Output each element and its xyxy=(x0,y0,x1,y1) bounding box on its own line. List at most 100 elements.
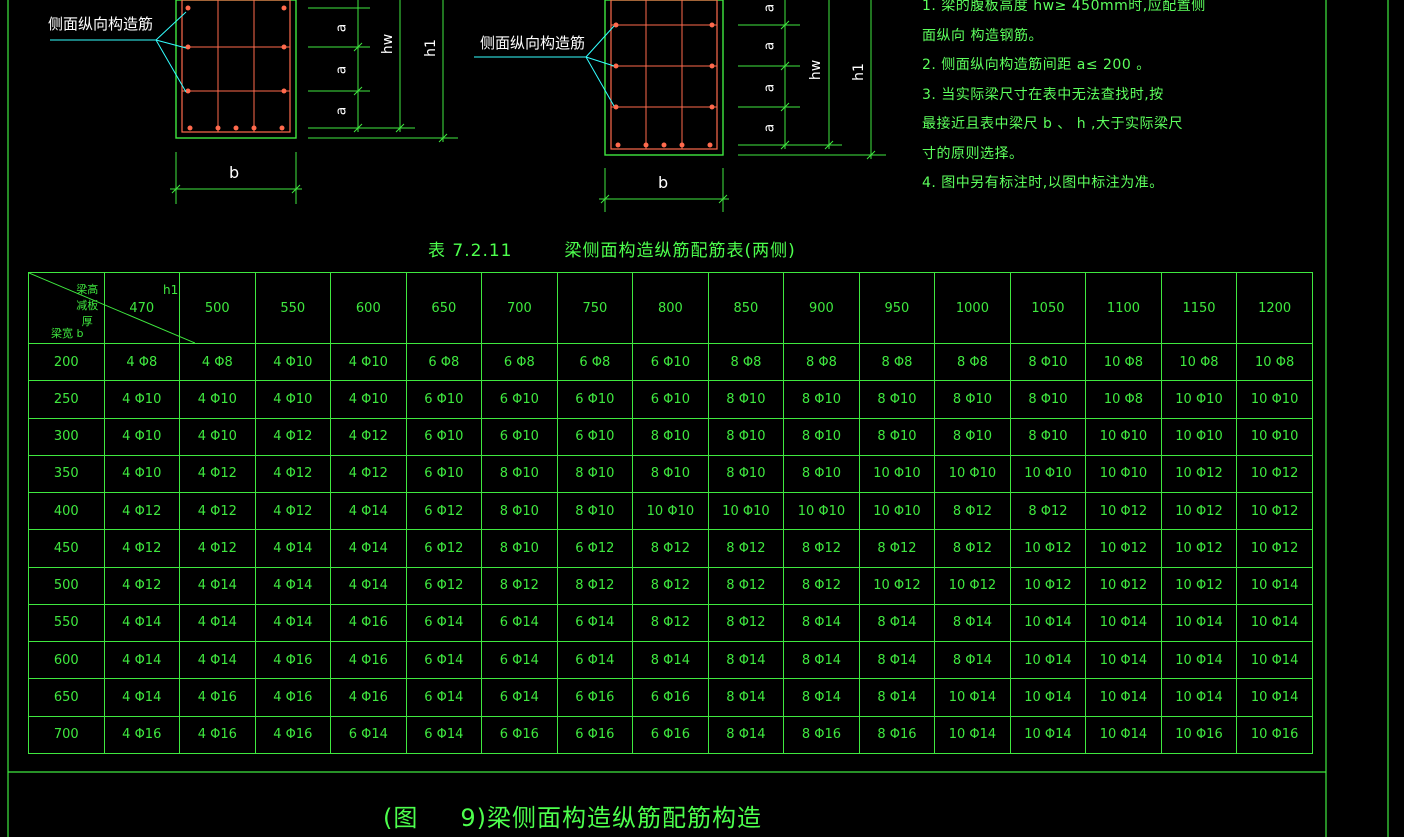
rebar-spec-cell: 4 Φ12 xyxy=(103,566,181,605)
column-header: 600 xyxy=(330,272,407,344)
column-header: 1050 xyxy=(1009,272,1087,344)
rebar-spec-cell: 4 Φ12 xyxy=(103,492,181,531)
middle-side-bar-label: 侧面纵向构造筋 xyxy=(480,34,586,52)
column-header: 1150 xyxy=(1160,272,1238,344)
rebar-spec-cell: 4 Φ8 xyxy=(179,342,256,382)
column-header: 1100 xyxy=(1085,272,1162,344)
rebar-spec-cell: 8 Φ12 xyxy=(1009,492,1087,531)
rebar-spec-cell: 6 Φ10 xyxy=(405,417,483,456)
rebar-spec-cell: 10 Φ14 xyxy=(1160,603,1238,643)
note-line: 寸的原则选择。 xyxy=(922,145,1024,162)
rebar-spec-cell: 10 Φ8 xyxy=(1085,380,1162,419)
rebar-spec-cell: 8 Φ10 xyxy=(1009,380,1087,419)
note-line: 1. 梁的腹板高度 hw≥ 450mm时,应配置侧 xyxy=(922,0,1206,14)
rebar-spec-cell: 10 Φ10 xyxy=(1236,417,1313,456)
rebar-spec-cell: 4 Φ12 xyxy=(179,454,256,494)
rebar-spec-cell: 4 Φ14 xyxy=(103,678,181,717)
rebar-spec-cell: 10 Φ14 xyxy=(934,678,1011,717)
left-h1-label: h1 xyxy=(422,39,439,57)
rebar-spec-cell: 8 Φ10 xyxy=(858,380,936,419)
middle-beam-section xyxy=(474,0,886,212)
rebar-spec-cell: 8 Φ10 xyxy=(707,417,785,456)
rebar-spec-cell: 8 Φ14 xyxy=(707,678,785,717)
rebar-spec-cell: 4 Φ14 xyxy=(103,603,181,643)
rebar-spec-cell: 10 Φ12 xyxy=(1160,566,1238,605)
rebar-spec-cell: 10 Φ14 xyxy=(1085,715,1162,755)
rebar-spec-cell: 8 Φ14 xyxy=(783,641,860,680)
note-line: 3. 当实际梁尺寸在表中无法查找时,按 xyxy=(922,86,1164,103)
figure-title-number: 9) xyxy=(460,804,488,832)
rebar-spec-cell: 4 Φ16 xyxy=(330,641,407,680)
rebar-spec-cell: 10 Φ8 xyxy=(1160,342,1238,382)
rebar-spec-cell: 8 Φ14 xyxy=(858,641,936,680)
rebar-spec-cell: 8 Φ10 xyxy=(934,417,1011,456)
rebar-spec-cell: 10 Φ8 xyxy=(1236,342,1313,382)
rebar-spec-cell: 4 Φ16 xyxy=(254,715,332,755)
rebar-spec-cell: 4 Φ10 xyxy=(330,380,407,419)
rebar-spec-cell: 6 Φ10 xyxy=(632,342,709,382)
rebar-spec-cell: 6 Φ8 xyxy=(481,342,558,382)
rebar-spec-cell: 10 Φ14 xyxy=(1085,603,1162,643)
rebar-spec-cell: 8 Φ10 xyxy=(707,454,785,494)
rebar-spec-cell: 4 Φ12 xyxy=(103,529,181,568)
rebar-spec-cell: 10 Φ12 xyxy=(1085,566,1162,605)
left-spacing-label-3: a xyxy=(333,106,350,116)
rebar-spec-cell: 4 Φ12 xyxy=(330,417,407,456)
diagonal-line xyxy=(29,273,195,343)
rebar-spec-cell: 8 Φ10 xyxy=(556,454,634,494)
rebar-spec-cell: 6 Φ10 xyxy=(556,380,634,419)
rebar-spec-cell: 10 Φ12 xyxy=(1236,492,1313,531)
column-header: 900 xyxy=(783,272,860,344)
rebar-spec-cell: 4 Φ16 xyxy=(254,678,332,717)
rebar-spec-cell: 10 Φ12 xyxy=(1009,529,1087,568)
rebar-spec-cell: 6 Φ10 xyxy=(556,417,634,456)
figure-title-prefix: (图 xyxy=(383,804,419,832)
rebar-spec-cell: 10 Φ12 xyxy=(1236,529,1313,568)
rebar-spec-cell: 8 Φ8 xyxy=(707,342,785,382)
rebar-spec-cell: 6 Φ14 xyxy=(405,715,483,755)
rebar-spec-cell: 8 Φ12 xyxy=(783,566,860,605)
rebar-spec-cell: 8 Φ12 xyxy=(707,566,785,605)
rebar-spec-cell: 10 Φ14 xyxy=(1009,678,1087,717)
column-header: 850 xyxy=(707,272,785,344)
rebar-spec-cell: 6 Φ14 xyxy=(481,603,558,643)
row-header-width: 350 xyxy=(28,454,105,494)
rebar-spec-cell: 6 Φ16 xyxy=(632,678,709,717)
rebar-spec-cell: 8 Φ8 xyxy=(783,342,860,382)
rebar-spec-cell: 4 Φ16 xyxy=(103,715,181,755)
rebar-spec-cell: 8 Φ12 xyxy=(556,566,634,605)
middle-spacing-label-3: a xyxy=(761,83,778,93)
rebar-spec-cell: 8 Φ10 xyxy=(1009,342,1087,382)
rebar-spec-cell: 10 Φ12 xyxy=(1160,492,1238,531)
rebar-spec-cell: 10 Φ14 xyxy=(1009,641,1087,680)
row-header-width: 250 xyxy=(28,380,105,419)
rebar-spec-cell: 8 Φ14 xyxy=(707,715,785,755)
rebar-spec-cell: 10 Φ10 xyxy=(858,492,936,531)
rebar-spec-cell: 10 Φ16 xyxy=(1236,715,1313,755)
rebar-spec-cell: 4 Φ10 xyxy=(103,454,181,494)
rebar-spec-cell: 4 Φ14 xyxy=(254,603,332,643)
rebar-spec-cell: 10 Φ10 xyxy=(707,492,785,531)
rebar-spec-cell: 8 Φ14 xyxy=(858,603,936,643)
left-spacing-label-2: a xyxy=(333,65,350,75)
rebar-spec-cell: 8 Φ12 xyxy=(632,566,709,605)
figure-title-text: 梁侧面构造纵筋配筋构造 xyxy=(487,804,763,832)
rebar-spec-cell: 8 Φ10 xyxy=(481,492,558,531)
corner-top-label: 梁高减板厚 xyxy=(76,283,99,328)
row-header-width: 600 xyxy=(28,641,105,680)
row-header-width: 500 xyxy=(28,566,105,605)
corner-h1-label: h1 xyxy=(163,283,179,297)
row-header-width: 400 xyxy=(28,492,105,531)
rebar-spec-cell: 8 Φ16 xyxy=(783,715,860,755)
rebar-spec-cell: 10 Φ12 xyxy=(1085,529,1162,568)
rebar-spec-cell: 4 Φ14 xyxy=(254,566,332,605)
rebar-spec-cell: 4 Φ10 xyxy=(254,342,332,382)
table-title-number: 表 7.2.11 xyxy=(428,241,513,261)
rebar-spec-cell: 10 Φ12 xyxy=(1009,566,1087,605)
